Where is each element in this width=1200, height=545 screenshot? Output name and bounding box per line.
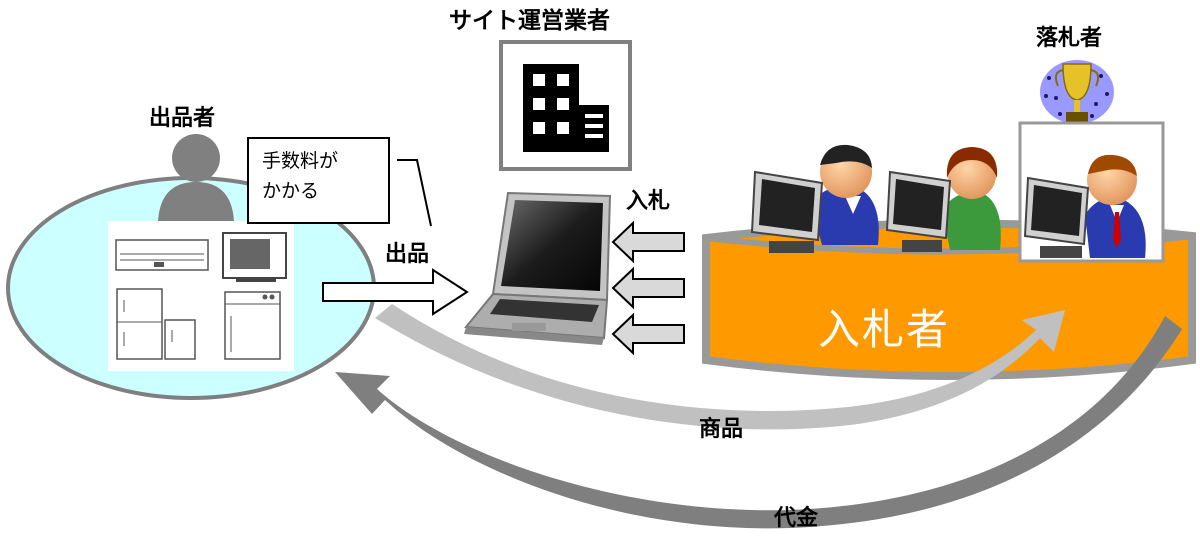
winner-label: 落札者 bbox=[1036, 26, 1103, 51]
fee-callout-pointer bbox=[397, 159, 432, 227]
fee-note-text: 手数料が かかる bbox=[262, 146, 382, 206]
fee-note-line2: かかる bbox=[262, 180, 320, 202]
listing-arrow bbox=[322, 268, 469, 316]
bidders-label: 入札者 bbox=[818, 305, 951, 354]
operator-building-icon bbox=[499, 40, 632, 171]
seller-label: 出品者 bbox=[149, 106, 216, 131]
bid-label: 入札 bbox=[626, 189, 671, 214]
trophy-icon bbox=[1040, 60, 1114, 126]
bid-arrows bbox=[611, 220, 685, 356]
seller-person-icon bbox=[158, 134, 234, 222]
bidder-2-icon bbox=[885, 147, 1001, 252]
fee-callout-box bbox=[247, 137, 390, 224]
listing-label: 出品 bbox=[385, 242, 430, 267]
operator-label: サイト運営業者 bbox=[449, 8, 610, 34]
bidder-3-winner-icon bbox=[1023, 154, 1146, 258]
laptop-icon bbox=[464, 191, 612, 345]
goods-label: 商品 bbox=[699, 417, 744, 442]
payment-label: 代金 bbox=[774, 506, 819, 531]
bidder-1-icon bbox=[750, 144, 879, 253]
goods-appliances-icon bbox=[108, 221, 294, 371]
goods-arrow bbox=[375, 304, 1065, 430]
fee-note-line1: 手数料が bbox=[262, 150, 339, 172]
